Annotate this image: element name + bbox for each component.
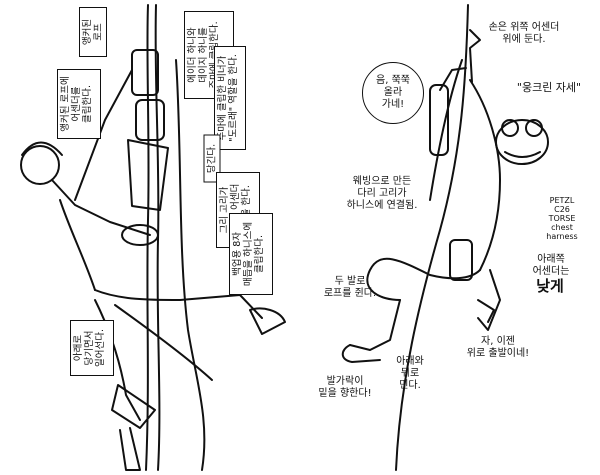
label-petzl: PETZL C26 TORSE chest harness	[546, 196, 578, 241]
left-rope	[145, 4, 150, 471]
label-backup-knot: 백업용 8자 매듭을 하니스에 클립한다.	[229, 213, 273, 295]
left-climber-head	[20, 145, 60, 185]
label-go-up: 자, 이젠 위로 출발이네!	[466, 336, 530, 359]
label-anchored-rope: 앵커된 로프	[79, 7, 107, 57]
label-both-feet: 두 발로 로프를 쥔다.	[323, 276, 377, 299]
label-feet-down: 발가락이 밑을 향한다!	[318, 376, 372, 399]
label-hands-above: 손은 위쪽 어센더 위에 둔다.	[488, 22, 560, 45]
label-lower-ascender: 아래쪽 어센더는	[532, 254, 570, 277]
label-leg-loop: 웨빙으로 만든 다리 고리가 하니스에 연결됨.	[346, 176, 418, 211]
speech-bubble: 음, 쭉쭉 올라 가네!	[362, 62, 424, 124]
label-lower-emph: 낮게	[536, 277, 564, 295]
label-stand-up: 아래로 당기면서 일어선다.	[70, 320, 114, 376]
label-clip-to-rope: 앵커된 로프에 어센더를 클립한다.	[57, 69, 101, 139]
label-pose-title: "웅크린 자세"	[516, 81, 582, 94]
right-rope	[395, 4, 469, 471]
label-push-back: 아래와 뒤로 민다.	[396, 356, 424, 391]
left-rope-2	[154, 4, 161, 471]
